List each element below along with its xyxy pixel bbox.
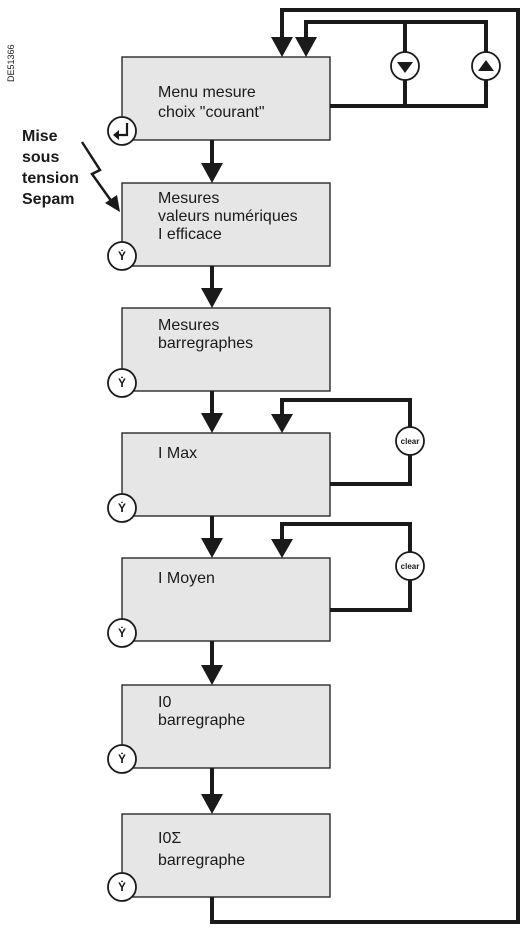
box-i0sigma-line-1: I0Σ — [158, 830, 181, 847]
meter-key-imoyen[interactable]: Ẏ — [107, 618, 137, 648]
box-menu-line-1: Menu mesure — [158, 84, 256, 101]
box-mesures-barregraphes: Mesures barregraphes — [121, 307, 331, 392]
meter-key-i0[interactable]: Ẏ — [107, 744, 137, 774]
power-on-arrow — [80, 141, 120, 212]
meter-key-icon: Ẏ — [118, 248, 126, 263]
clear-key-imax[interactable]: clear — [395, 426, 425, 456]
power-on-label: Mise sous tension Sepam — [22, 128, 79, 208]
meter-key-icon: Ẏ — [118, 625, 126, 640]
meter-key-icon: Ẏ — [118, 879, 126, 894]
box-i-moyen: I Moyen — [121, 557, 331, 642]
box-mesures-numeriques: Mesures valeurs numériques I efficace — [121, 182, 331, 267]
box-numeric-line-3: I efficace — [158, 226, 222, 243]
meter-key-i0sigma[interactable]: Ẏ — [107, 872, 137, 902]
enter-icon — [117, 123, 129, 137]
up-arrow-key[interactable] — [471, 51, 501, 81]
box-i0-barregraphe: I0 barregraphe — [121, 684, 331, 769]
box-imoyen-line-1: I Moyen — [158, 570, 215, 587]
box-bargraph-line-2: barregraphes — [158, 335, 253, 352]
reference-code: DE51366 — [6, 44, 16, 82]
clear-loop-imax — [271, 398, 412, 486]
enter-key[interactable] — [107, 116, 137, 146]
clear-label: clear — [401, 437, 420, 446]
meter-key-imax[interactable]: Ẏ — [107, 493, 137, 523]
box-i0sigma-line-2: barregraphe — [158, 852, 245, 869]
meter-key-bargraph[interactable]: Ẏ — [107, 368, 137, 398]
down-arrow-key[interactable] — [390, 51, 420, 81]
power-on-line-1: Mise — [22, 128, 58, 145]
power-on-line-4: Sepam — [22, 191, 74, 208]
meter-key-numeric[interactable]: Ẏ — [107, 241, 137, 271]
box-i0-line-2: barregraphe — [158, 712, 245, 729]
box-menu-mesure: Menu mesure choix "courant" — [121, 56, 331, 141]
clear-label: clear — [401, 562, 420, 571]
box-i0-sigma-barregraphe: I0Σ barregraphe — [121, 813, 331, 898]
power-on-line-3: tension — [22, 170, 79, 187]
clear-loop-imoyen — [271, 522, 412, 612]
loop-return-path — [210, 8, 520, 924]
flow-arrows — [201, 140, 223, 814]
down-arrow-icon — [397, 62, 413, 73]
power-on-line-2: sous — [22, 149, 59, 166]
box-bargraph-line-1: Mesures — [158, 317, 219, 334]
box-menu-line-2: choix "courant" — [158, 104, 265, 121]
box-numeric-line-1: Mesures — [158, 190, 219, 207]
meter-key-icon: Ẏ — [118, 500, 126, 515]
meter-key-icon: Ẏ — [118, 751, 126, 766]
box-i0-line-1: I0 — [158, 694, 171, 711]
meter-key-icon: Ẏ — [118, 375, 126, 390]
box-i-max: I Max — [121, 432, 331, 517]
up-arrow-icon — [478, 60, 494, 71]
clear-key-imoyen[interactable]: clear — [395, 551, 425, 581]
box-numeric-line-2: valeurs numériques — [158, 208, 298, 225]
box-imax-line-1: I Max — [158, 445, 197, 462]
